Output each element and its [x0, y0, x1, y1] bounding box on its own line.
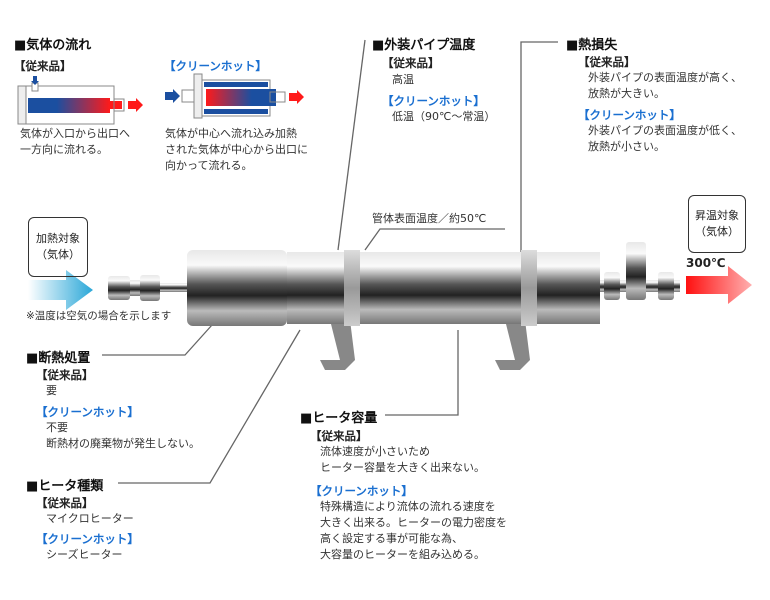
gas-flow-cleanhot-label: 【クリーンホット】: [164, 59, 267, 73]
input-arrow: [28, 270, 93, 310]
input-gas-box: 加熱対象（気体）: [28, 217, 88, 277]
heater-capacity-conventional-label: 【従来品】: [310, 429, 368, 443]
heat-loss-title: ■熱損失: [566, 38, 618, 53]
insulation-cleanhot-label: 【クリーンホット】: [36, 405, 139, 419]
heat-loss-conventional-label: 【従来品】: [578, 55, 636, 69]
insulation-conventional-text: 要: [46, 384, 57, 397]
insulation-title: ■断熱処置: [26, 351, 91, 366]
output-gas-box: 昇温対象（気体）: [688, 195, 746, 253]
gas-flow-conventional-text: 気体が入口から出口へ一方向に流れる。: [20, 127, 130, 156]
heater-type-cleanhot-label: 【クリーンホット】: [36, 532, 139, 546]
gas-flow-conventional-label: 【従来品】: [14, 59, 72, 73]
heater-capacity-conventional-text: 流体速度が小さいためヒーター容量を大きく出来ない。: [320, 445, 485, 474]
outer-pipe-temp-conventional-text: 高温: [392, 73, 414, 86]
insulation-conventional-label: 【従来品】: [36, 368, 94, 382]
surface-temp-label: 管体表面温度／約50℃: [372, 212, 487, 225]
outer-pipe-temp-cleanhot-label: 【クリーンホット】: [382, 94, 485, 108]
outer-pipe-temp-title: ■外装パイプ温度: [372, 38, 476, 53]
heater-type-title: ■ヒータ種類: [26, 479, 104, 494]
gas-flow-cleanhot-text: 気体が中心へ流れ込み加熱された気体が中心から出口に向かって流れる。: [165, 127, 308, 172]
gas-flow-title: ■気体の流れ: [14, 38, 92, 53]
outer-pipe-temp-conventional-label: 【従来品】: [382, 56, 440, 70]
heat-loss-cleanhot-text: 外装パイプの表面温度が低く、放熱が小さい。: [588, 124, 742, 153]
insulation-cleanhot-text: 不要断熱材の廃棄物が発生しない。: [46, 421, 200, 450]
heater-image: [108, 242, 680, 370]
outer-pipe-temp-cleanhot-text: 低温（90℃～常温）: [392, 110, 496, 123]
output-arrow: [686, 266, 752, 304]
temperature-note: ※温度は空気の場合を示します: [26, 310, 172, 322]
heat-loss-cleanhot-label: 【クリーンホット】: [578, 108, 681, 122]
output-temp: 300℃: [686, 256, 726, 270]
heater-type-conventional-text: マイクロヒーター: [46, 512, 134, 525]
heat-loss-conventional-text: 外装パイプの表面温度が高く、放熱が大きい。: [588, 71, 742, 100]
heater-capacity-title: ■ヒータ容量: [300, 411, 378, 426]
heater-capacity-cleanhot-label: 【クリーンホット】: [310, 484, 413, 498]
heater-type-cleanhot-text: シーズヒーター: [46, 548, 123, 561]
heater-type-conventional-label: 【従来品】: [36, 496, 94, 510]
heater-capacity-cleanhot-text: 特殊構造により流体の流れる速度を大きく出来る。ヒーターの電力密度を高く設定する事…: [320, 500, 507, 561]
conventional-flow-diagram: [17, 76, 143, 125]
cleanhot-flow-diagram: [165, 73, 304, 119]
leader-lines: [102, 39, 558, 484]
